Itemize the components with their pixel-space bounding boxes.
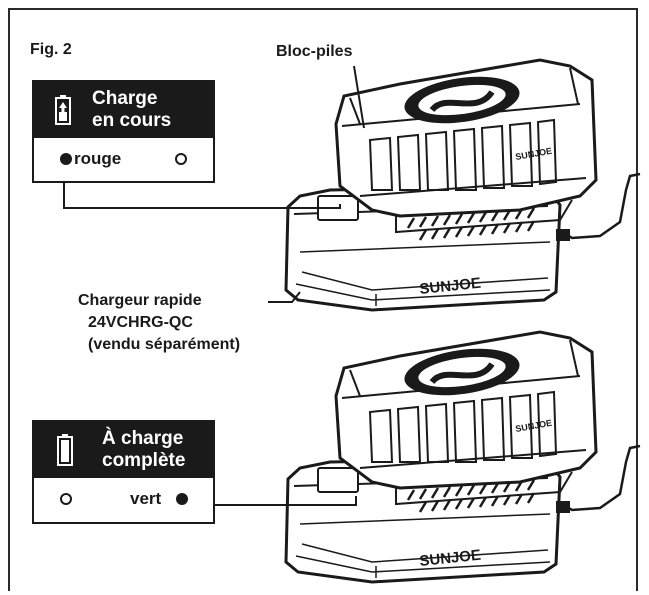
charger-leader-line (268, 291, 301, 303)
battery-leader-line (353, 65, 365, 129)
charger-brand-bottom: SUNJOE (419, 547, 482, 570)
charging-status-box: Charge en cours rouge (32, 80, 215, 183)
charger-label: Chargeur rapide (78, 292, 202, 309)
red-led-on-indicator (60, 153, 72, 165)
charger-brand-top: SUNJOE (419, 275, 482, 298)
figure-number: Fig. 2 (30, 41, 72, 58)
battery-full-icon (57, 434, 73, 466)
charging-title-line2: en cours (92, 110, 172, 131)
charger-with-battery-top (286, 60, 640, 310)
charging-indicator-text: rouge (74, 149, 122, 168)
charger-sold-separately-label: (vendu séparément) (88, 336, 241, 353)
led-off-indicator (175, 153, 187, 165)
charged-indicator-row: vert (34, 476, 213, 522)
charged-status-box: À charge complète vert (32, 420, 215, 524)
charging-status-header: Charge en cours (34, 82, 213, 138)
led-off-indicator (60, 493, 72, 505)
charged-title-line1: À charge (102, 428, 184, 449)
battery-charging-icon (55, 95, 71, 125)
charged-led-leader-line (192, 496, 357, 506)
charged-title-line2: complète (102, 450, 186, 471)
battery-pack-label: Bloc-piles (276, 43, 353, 60)
charger-model-label: 24VCHRG-QC (88, 314, 193, 331)
charged-indicator-text: vert (130, 489, 162, 508)
charger-with-battery-bottom (286, 332, 640, 582)
figure-frame (8, 8, 638, 591)
green-led-on-indicator (176, 493, 188, 505)
charging-title-line1: Charge (92, 88, 158, 109)
charging-led-leader-line (63, 166, 341, 209)
charging-indicator-row: rouge (34, 136, 213, 181)
charged-status-header: À charge complète (34, 422, 213, 478)
